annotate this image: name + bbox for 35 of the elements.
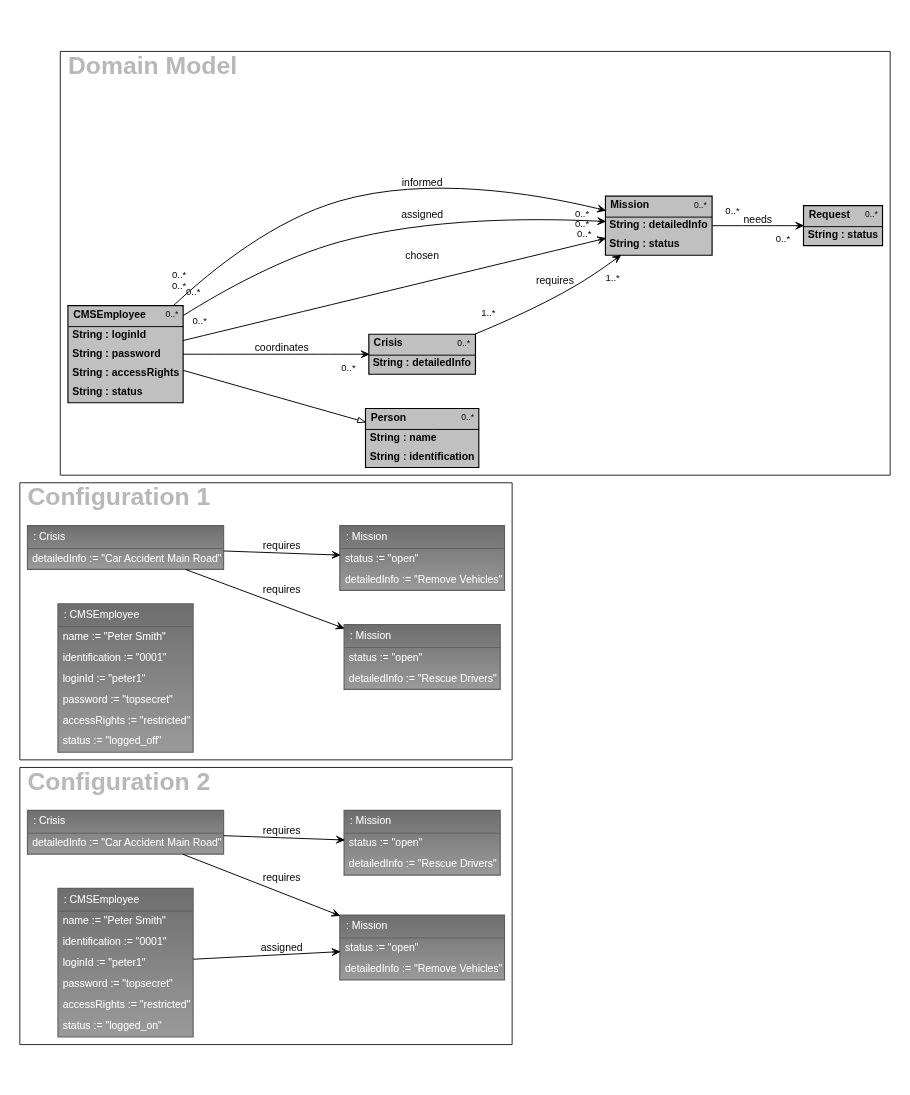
arrow <box>711 221 804 230</box>
label: 0..* <box>775 232 791 244</box>
edge-label: requires <box>262 583 301 595</box>
edge-label: requires <box>536 274 574 286</box>
label: 1..* <box>605 271 620 283</box>
label: 0..* <box>574 217 590 229</box>
arrow <box>182 235 606 341</box>
arrow <box>185 568 345 629</box>
arrow <box>182 369 366 423</box>
edge-label: requires <box>262 871 301 883</box>
edge-label: chosen <box>405 249 440 261</box>
arrow <box>474 254 622 335</box>
label: 0..* <box>725 204 740 216</box>
arrow <box>182 349 370 358</box>
label: 0..* <box>192 314 207 326</box>
label: 0..* <box>171 268 187 280</box>
label: 0..* <box>577 227 592 239</box>
arrow <box>223 834 345 844</box>
arrow <box>173 187 606 306</box>
label: 0..* <box>171 279 187 291</box>
edge-label: assigned <box>260 941 303 953</box>
arrow <box>192 947 341 960</box>
edge-label: coordinates <box>254 341 309 353</box>
arrow <box>182 216 606 316</box>
label: 0..* <box>341 361 356 373</box>
edge-label: requires <box>262 824 301 836</box>
label: 0..* <box>186 285 201 297</box>
edge-label: informed <box>401 176 443 187</box>
edge-label: requires <box>262 539 301 551</box>
label: 1..* <box>481 306 496 318</box>
edge-label: assigned <box>401 208 444 220</box>
arrow <box>223 550 341 559</box>
arrow <box>182 853 341 916</box>
label: 0..* <box>574 207 590 219</box>
edge-label: needs <box>743 213 773 225</box>
